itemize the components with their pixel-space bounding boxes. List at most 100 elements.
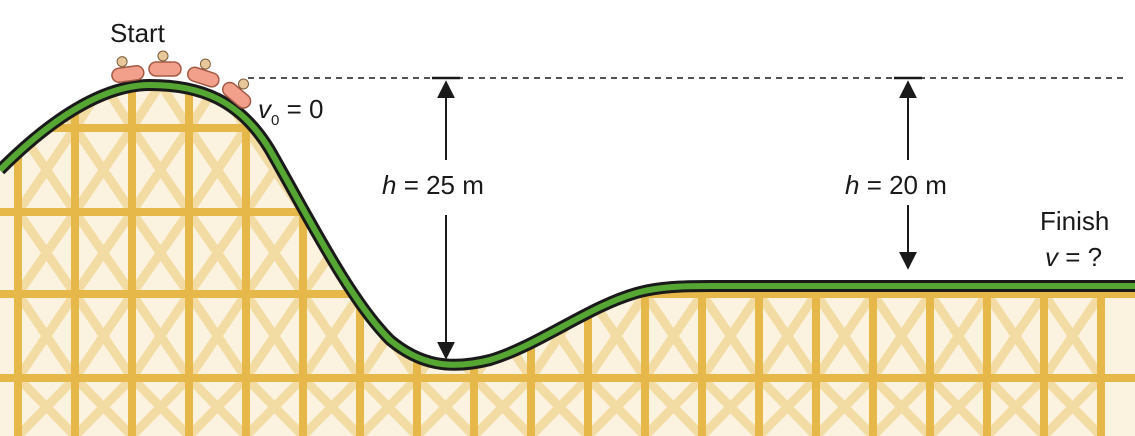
scaffold-brace: [584, 374, 649, 436]
initial-velocity-label: v0 = 0: [258, 94, 324, 128]
scaffold-brace: [698, 85, 763, 131]
scaffold-brace: [641, 85, 706, 131]
scaffold-brace: [527, 209, 592, 297]
scaffold-brace: [71, 85, 136, 131]
scaffold-brace: [698, 125, 763, 215]
scaffold-post: [812, 85, 820, 436]
scaffold-brace: [584, 125, 649, 215]
scaffold-post: [413, 85, 421, 436]
scaffold-brace: [1040, 125, 1105, 215]
v-value: = ?: [1058, 242, 1103, 272]
scaffold-brace: [755, 85, 820, 131]
scaffold-brace: [641, 291, 706, 381]
scaffold-post: [641, 85, 649, 436]
scaffold-brace: [356, 85, 421, 131]
coaster-track: [0, 81, 1135, 368]
scaffold-brace: [185, 125, 250, 215]
scaffold-brace: [128, 291, 193, 381]
scaffold-brace: [584, 291, 649, 381]
scaffold-brace: [470, 209, 535, 297]
finish-label: Finish: [1040, 206, 1110, 236]
scaffold-brace: [470, 85, 535, 131]
scaffold-brace: [1040, 291, 1105, 381]
scaffold-post: [128, 85, 136, 436]
scaffold-brace: [698, 374, 763, 436]
scaffold-brace: [869, 85, 934, 131]
scaffold-post: [527, 85, 535, 436]
scaffold-brace: [71, 291, 136, 381]
height-20m-label: h = 20 m: [845, 172, 947, 198]
scaffold-brace: [527, 125, 592, 215]
scaffold-brace: [1040, 85, 1105, 131]
scaffold-brace: [299, 125, 364, 215]
scaffold-brace: [242, 374, 307, 436]
scaffold-brace: [755, 85, 820, 131]
scaffold-beam: [0, 124, 1135, 132]
roller-coaster-cars-icon: [111, 50, 252, 109]
scaffold-brace: [14, 125, 79, 215]
scaffold-brace: [470, 374, 535, 436]
scaffold-post: [356, 85, 364, 436]
scaffold-brace: [698, 85, 763, 131]
scaffold-brace: [869, 291, 934, 381]
scaffold-brace: [812, 291, 877, 381]
h2-variable: h: [845, 170, 860, 200]
scaffold-brace: [185, 374, 250, 436]
scaffold-brace: [1040, 85, 1105, 131]
scaffold-brace: [356, 209, 421, 297]
scaffold-brace: [584, 125, 649, 215]
scaffold-brace: [641, 125, 706, 215]
start-label: Start: [110, 18, 165, 48]
scaffold-brace: [1040, 374, 1105, 436]
scaffold-post: [470, 85, 478, 436]
scaffold-brace: [299, 291, 364, 381]
scaffold-brace: [755, 291, 820, 381]
scaffold-brace: [71, 209, 136, 297]
scaffold-brace: [470, 209, 535, 297]
scaffold-brace: [128, 85, 193, 131]
scaffold-brace: [641, 85, 706, 131]
scaffold-brace: [71, 85, 136, 131]
scaffold-brace: [14, 209, 79, 297]
scaffold-brace: [413, 374, 478, 436]
scaffold-brace: [527, 209, 592, 297]
scaffold-brace: [926, 374, 991, 436]
scaffold-brace: [299, 125, 364, 215]
scaffold-brace: [812, 85, 877, 131]
scaffold-brace: [983, 125, 1048, 215]
scaffold-brace: [470, 85, 535, 131]
scaffold-brace: [185, 209, 250, 297]
scaffold-post: [299, 85, 307, 436]
scaffold-brace: [926, 291, 991, 381]
scaffold-brace: [869, 85, 934, 131]
scaffold-brace: [527, 125, 592, 215]
h1-value: = 25 m: [396, 170, 484, 200]
scaffold-post: [242, 85, 250, 436]
scaffold-brace: [242, 209, 307, 297]
scaffold-brace: [128, 374, 193, 436]
scaffold-brace: [584, 209, 649, 297]
v0-value: = 0: [279, 94, 324, 124]
h1-variable: h: [382, 170, 397, 200]
scaffold-brace: [527, 85, 592, 131]
scaffold-post: [983, 85, 991, 436]
scaffold-post: [869, 85, 877, 436]
scaffold-brace: [755, 125, 820, 215]
scaffold-brace: [71, 374, 136, 436]
scaffold-beam: [0, 374, 1135, 382]
scaffold-brace: [983, 374, 1048, 436]
scaffold-brace: [242, 291, 307, 381]
scaffold-brace: [14, 291, 79, 381]
scaffold-brace: [755, 125, 820, 215]
scaffold-brace: [584, 85, 649, 131]
final-velocity-label: v = ?: [1045, 244, 1102, 270]
scaffold-brace: [983, 85, 1048, 131]
scaffold-brace: [641, 125, 706, 215]
scaffold-brace: [983, 125, 1048, 215]
scaffold-brace: [128, 125, 193, 215]
scaffold-brace: [299, 374, 364, 436]
scaffold-brace: [755, 374, 820, 436]
scaffold-beam: [0, 208, 1135, 216]
scaffold-brace: [812, 374, 877, 436]
